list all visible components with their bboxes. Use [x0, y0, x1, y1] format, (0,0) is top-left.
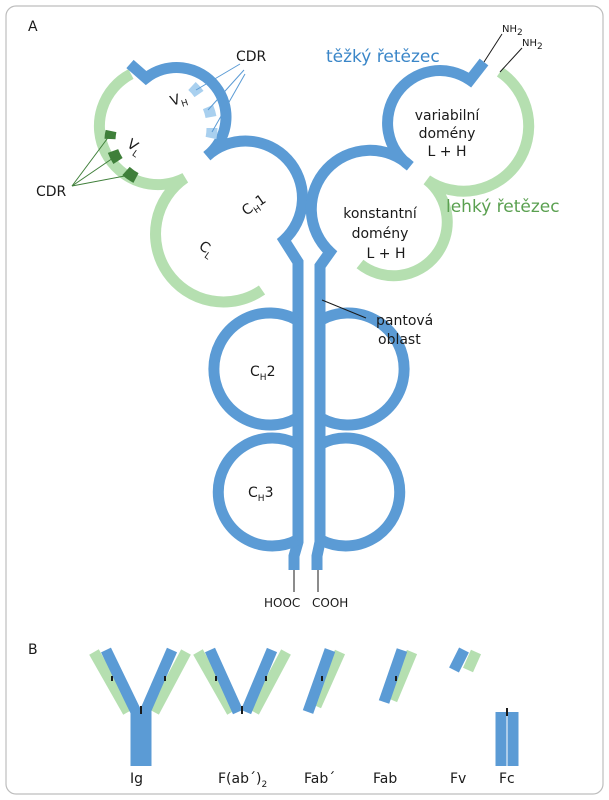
nh2-line-1: [483, 33, 503, 63]
heavy-chain-right: [305, 58, 489, 570]
cdr-light-1: [104, 129, 117, 140]
cdr-light-3: [122, 166, 139, 183]
light-chain-label: lehký řetězec: [446, 197, 560, 217]
fragment-label-fc: Fc: [499, 771, 515, 787]
cooh-label: COOH: [312, 596, 348, 610]
constant-domains-line-1: konstantní: [343, 206, 418, 222]
fragment-fv-shape: [449, 647, 482, 673]
cdr-left-line-3: [71, 174, 131, 187]
panel-label-b: B: [28, 642, 38, 658]
cdr-left-line-2: [71, 155, 117, 187]
fragment-fab-prime-shape: [302, 648, 346, 714]
fragment-fab-shape: [378, 648, 418, 704]
heavy-chain-label: těžký řetězec: [326, 47, 440, 67]
fragment-label-ig: Ig: [130, 771, 143, 787]
fragment-label-fv: Fv: [450, 771, 466, 787]
constant-domains-line-3: L + H: [367, 246, 406, 262]
heavy-chain-left: [126, 59, 308, 570]
hinge-label-line-1: pantová: [376, 313, 433, 329]
nh2-label-1: NH2: [502, 24, 523, 38]
hooc-label: HOOC: [264, 596, 300, 610]
constant-domains-line-2: domény: [352, 226, 409, 242]
nh2-line-2: [499, 47, 523, 73]
cdr-top-line-2: [207, 69, 245, 111]
ch2-label: CH2: [250, 364, 275, 383]
light-chain-right: [356, 67, 535, 282]
hinge-line: [321, 299, 367, 319]
fragment-label-fab-prime: Fab´: [304, 771, 335, 787]
variable-domains-line-2: domény: [419, 126, 476, 142]
light-chain-left: [93, 69, 266, 308]
cdr-left-line-1: [71, 134, 111, 187]
fragment-ig-marks: [111, 676, 166, 714]
cdr-label-left: CDR: [36, 184, 67, 200]
cdr-top-line-3: [211, 73, 246, 133]
nh2-label-2: NH2: [522, 38, 543, 52]
fragment-fab2-marks: [215, 676, 267, 714]
fragment-ig-shape: [89, 647, 191, 766]
variable-domains-line-1: variabilní: [415, 108, 481, 124]
cdr-top-line-1: [195, 63, 241, 91]
hinge-label-line-2: oblast: [378, 332, 421, 348]
ch3-label: CH3: [248, 485, 273, 504]
cdr-label-top: CDR: [236, 49, 267, 65]
fragment-label-fab2: F(ab´)2: [218, 771, 267, 790]
cdr-heavy-1: [188, 81, 204, 98]
fragment-fc-shape: [495, 712, 519, 766]
antibody-structure: [93, 58, 535, 570]
ch3-loop-right: [318, 432, 406, 552]
leader-lines: [71, 33, 523, 592]
cdr-heavy-2: [202, 104, 217, 119]
ch3-loop: [212, 432, 300, 552]
ch2-loop: [208, 307, 300, 431]
fragment-label-fab: Fab: [373, 771, 397, 787]
variable-domains-line-3: L + H: [428, 144, 467, 160]
fragment-fab2-shape: [193, 647, 291, 715]
cdr-heavy-3: [205, 127, 218, 140]
figure-frame: [5, 5, 604, 795]
panel-label-a: A: [28, 19, 38, 35]
